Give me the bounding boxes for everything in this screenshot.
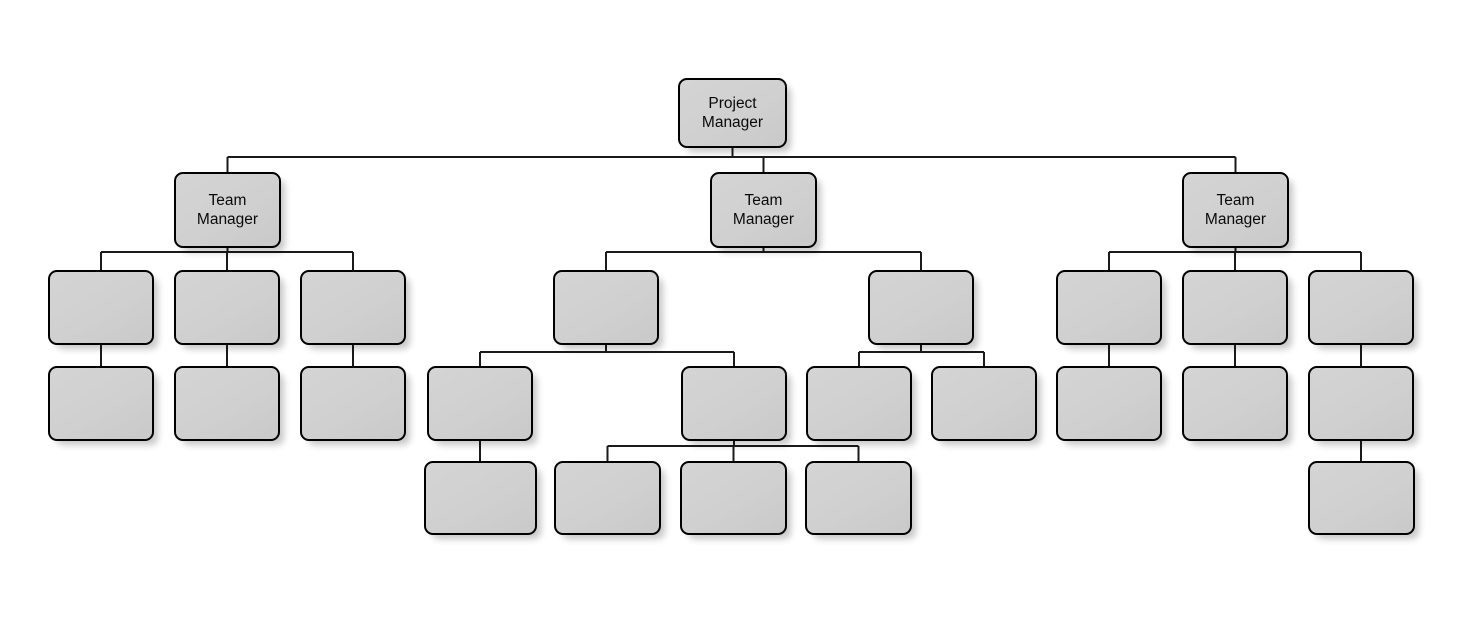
org-node-label: Team Manager — [196, 192, 259, 228]
org-node-blank[interactable] — [48, 270, 154, 345]
org-node-blank[interactable] — [931, 366, 1037, 441]
org-node-blank[interactable] — [806, 366, 912, 441]
org-node-blank[interactable] — [554, 461, 661, 535]
org-node-team-manager[interactable]: Team Manager — [1182, 172, 1289, 248]
org-node-team-manager[interactable]: Team Manager — [174, 172, 281, 248]
org-node-blank[interactable] — [553, 270, 659, 345]
org-node-blank[interactable] — [300, 366, 406, 441]
org-node-blank[interactable] — [1056, 366, 1162, 441]
org-node-blank[interactable] — [427, 366, 533, 441]
org-node-label: Project Manager — [701, 95, 764, 131]
org-node-blank[interactable] — [1308, 270, 1414, 345]
org-node-blank[interactable] — [1182, 366, 1288, 441]
org-node-blank[interactable] — [1182, 270, 1288, 345]
org-node-blank[interactable] — [48, 366, 154, 441]
org-node-label: Team Manager — [732, 192, 795, 228]
org-node-team-manager[interactable]: Team Manager — [710, 172, 817, 248]
org-node-blank[interactable] — [300, 270, 406, 345]
org-node-blank[interactable] — [680, 461, 787, 535]
org-node-blank[interactable] — [681, 366, 787, 441]
org-node-label: Team Manager — [1204, 192, 1267, 228]
org-node-blank[interactable] — [805, 461, 912, 535]
org-node-blank[interactable] — [1056, 270, 1162, 345]
org-node-blank[interactable] — [174, 270, 280, 345]
org-node-blank[interactable] — [424, 461, 537, 535]
org-node-blank[interactable] — [1308, 366, 1414, 441]
org-node-blank[interactable] — [1308, 461, 1415, 535]
org-node-blank[interactable] — [174, 366, 280, 441]
org-node-project-manager[interactable]: Project Manager — [678, 78, 787, 148]
org-node-blank[interactable] — [868, 270, 974, 345]
